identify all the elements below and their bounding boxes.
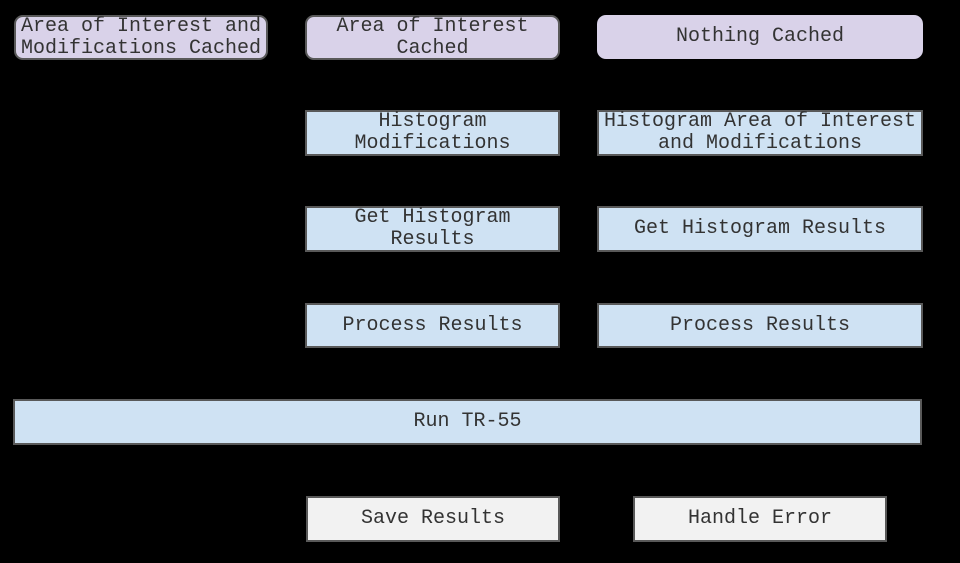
node-get-histogram-results-middle: Get Histogram Results (305, 206, 560, 252)
node-get-histogram-results-right: Get Histogram Results (597, 206, 923, 252)
node-process-results-right: Process Results (597, 303, 923, 348)
node-nothing-cached: Nothing Cached (597, 15, 923, 59)
node-handle-error: Handle Error (633, 496, 887, 542)
node-process-results-middle: Process Results (305, 303, 560, 348)
node-histogram-modifications: Histogram Modifications (305, 110, 560, 156)
node-area-of-interest-and-modifications-cached: Area of Interest and Modifications Cache… (14, 15, 268, 60)
node-save-results: Save Results (306, 496, 560, 542)
node-area-of-interest-cached: Area of Interest Cached (305, 15, 560, 60)
node-run-tr55: Run TR-55 (13, 399, 922, 445)
node-histogram-area-of-interest-and-modifications: Histogram Area of Interest and Modificat… (597, 110, 923, 156)
